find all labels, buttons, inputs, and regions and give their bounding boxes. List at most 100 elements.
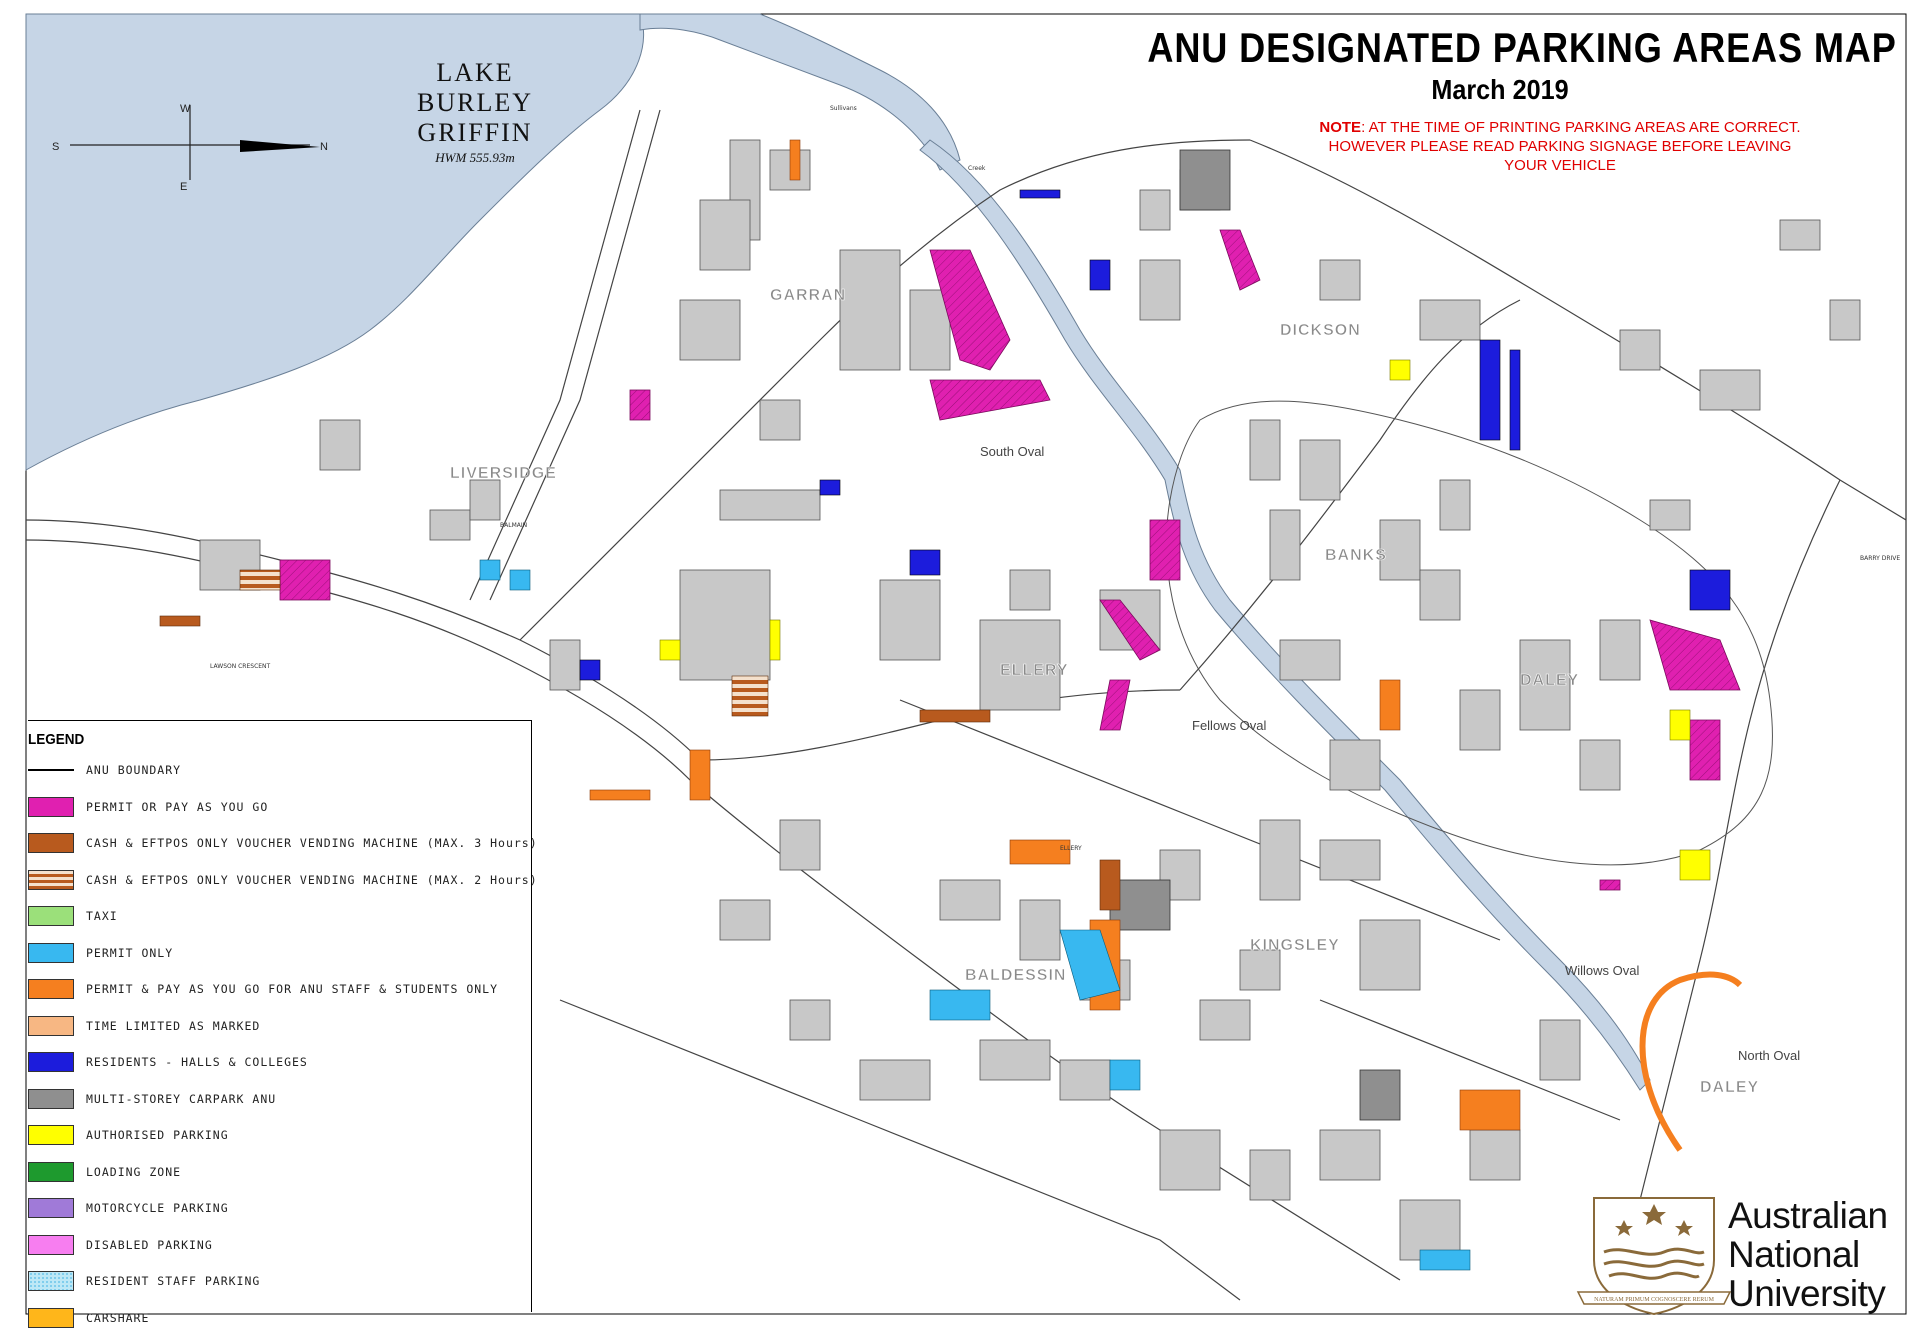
legend-swatch: [28, 1088, 74, 1109]
note-line2: HOWEVER PLEASE READ PARKING SIGNAGE BEFO…: [1328, 138, 1792, 155]
campus-ring-road: [1166, 400, 1773, 866]
logo-wordmark: Australian National University: [1728, 1196, 1888, 1313]
legend-swatch: [28, 1198, 74, 1218]
anu-crest-icon: [1576, 1197, 1732, 1316]
legend-label: RESIDENT STAFF PARKING: [86, 1274, 261, 1288]
lake-name-line3: GRIFFIN: [417, 118, 533, 147]
legend-item: PERMIT ONLY: [28, 942, 173, 964]
street-label-barry: BARRY DRIVE: [1860, 555, 1900, 562]
logo-line2: National: [1728, 1234, 1860, 1275]
legend-swatch: [28, 942, 74, 963]
legend-label: CARSHARE: [86, 1310, 150, 1325]
legend-swatch: [28, 796, 74, 817]
legend-swatch: [28, 769, 74, 771]
legend-swatch: [28, 869, 74, 890]
legend-label: RESIDENTS - HALLS & COLLEGES: [86, 1055, 308, 1069]
lake-name-line2: BURLEY: [417, 88, 533, 117]
area-label-daley-north: DALEY: [1700, 1079, 1759, 1096]
legend: LEGEND ANU BOUNDARY PERMIT OR PAY AS YOU …: [28, 720, 537, 1328]
compass-e: E: [180, 181, 187, 193]
street-label-balmain: BALMAIN: [500, 522, 527, 529]
legend-label: MULTI-STOREY CARPARK ANU: [86, 1091, 277, 1106]
compass: W E S N: [52, 103, 328, 193]
lake-inlet: [639, 13, 961, 171]
multistorey-carpark-1: [1179, 149, 1231, 211]
note-line1: : AT THE TIME OF PRINTING PARKING AREAS …: [1361, 119, 1801, 136]
legend-item: ANU BOUNDARY: [28, 759, 181, 781]
area-label-daley: DALEY: [1520, 672, 1579, 689]
legend-item: CARSHARE: [28, 1307, 149, 1329]
legend-item: RESIDENT STAFF PARKING: [28, 1270, 260, 1292]
legend-label: TAXI: [86, 909, 118, 923]
map-subtitle: March 2019: [1431, 74, 1569, 105]
lake-hwm: HWM 555.93m: [435, 150, 515, 165]
parking-voucher-3h: [159, 615, 1121, 911]
street-label-lawson: LAWSON CRESCENT: [210, 663, 271, 670]
legend-item: LOADING ZONE: [28, 1161, 181, 1183]
legend-label: DISABLED PARKING: [86, 1237, 213, 1252]
legend-label: PERMIT OR PAY AS YOU GO: [86, 799, 269, 814]
lake-label: LAKE BURLEY GRIFFIN HWM 555.93m: [400, 58, 550, 166]
street-label-creek: Creek: [968, 165, 986, 172]
compass-needle-icon: [240, 140, 320, 152]
legend-label: LOADING ZONE: [86, 1164, 182, 1179]
legend-item: CASH & EFTPOS ONLY VOUCHER VENDING MACHI…: [28, 869, 538, 891]
parking-permit-pay: [279, 229, 1741, 891]
area-label-banks: BANKS: [1325, 547, 1387, 564]
legend-swatch: [28, 1307, 74, 1328]
map-frame: [25, 13, 1907, 1315]
lake-name-line1: LAKE: [436, 58, 514, 87]
area-label-garran: GARRAN: [770, 287, 846, 304]
area-label-kingsley: KINGSLEY: [1250, 937, 1340, 954]
oval-label-north: North Oval: [1738, 1048, 1800, 1063]
legend-swatch: [28, 906, 74, 926]
legend-item: MOTORCYCLE PARKING: [28, 1197, 229, 1219]
legend-label: ANU BOUNDARY: [86, 763, 182, 777]
legend-item: RESIDENTS - HALLS & COLLEGES: [28, 1051, 308, 1073]
legend-item: PERMIT & PAY AS YOU GO FOR ANU STAFF & S…: [28, 978, 498, 1000]
sullivans-creek: [919, 139, 1651, 1091]
legend-label: TIME LIMITED AS MARKED: [86, 1018, 261, 1033]
compass-s: S: [52, 141, 59, 153]
legend-item: AUTHORISED PARKING: [28, 1124, 229, 1146]
legend-label: CASH & EFTPOS ONLY VOUCHER VENDING MACHI…: [86, 836, 538, 850]
anu-logo: NATURAM PRIMUM COGNOSCERE RERUM: [1576, 1197, 1732, 1316]
street-label-ellery: ELLERY: [1060, 845, 1082, 852]
legend-label: PERMIT ONLY: [86, 945, 174, 960]
legend-swatch: [28, 1015, 74, 1036]
logo-line1: Australian: [1728, 1195, 1888, 1236]
legend-item: MULTI-STOREY CARPARK ANU: [28, 1088, 276, 1110]
legend-item: DISABLED PARKING: [28, 1234, 213, 1256]
oval-label-willows: Willows Oval: [1565, 963, 1640, 978]
legend-swatch: [28, 1271, 74, 1291]
note-prefix: NOTE: [1319, 119, 1362, 136]
logo-line3: University: [1728, 1273, 1886, 1314]
north-oval-arc: [1639, 971, 1743, 1152]
legend-item: PERMIT OR PAY AS YOU GO: [28, 796, 268, 818]
area-label-baldessin: BALDESSIN: [965, 967, 1066, 984]
legend-swatch: [28, 833, 74, 853]
parking-permit-only: [479, 559, 1471, 1271]
area-label-ellery: ELLERY: [1000, 662, 1069, 679]
legend-title: LEGEND: [28, 731, 85, 748]
title-block: ANU DESIGNATED PARKING AREAS MAP March 2…: [1090, 24, 1910, 106]
legend-swatch: [28, 979, 74, 999]
legend-label: CASH & EFTPOS ONLY VOUCHER VENDING MACHI…: [86, 872, 538, 887]
parking-authorised: [659, 359, 1711, 881]
legend-label: AUTHORISED PARKING: [86, 1128, 229, 1142]
oval-label-fellows: Fellows Oval: [1192, 718, 1267, 733]
parking-residents: [579, 189, 1731, 681]
legend-swatch: [28, 1161, 74, 1182]
logo-motto: NATURAM PRIMUM COGNOSCERE RERUM: [1594, 1297, 1715, 1303]
map-title: ANU DESIGNATED PARKING AREAS MAP: [1147, 24, 1897, 71]
area-label-liversidge: LIVERSIDGE: [450, 465, 557, 482]
street-label-sullivans: Sullivans: [830, 105, 857, 112]
legend-swatch: [28, 1052, 74, 1072]
printing-note: NOTE: AT THE TIME OF PRINTING PARKING AR…: [1290, 118, 1830, 175]
compass-n: N: [320, 141, 328, 153]
oval-label-south: South Oval: [980, 444, 1044, 459]
legend-swatch: [28, 1234, 74, 1255]
lake-burley-griffin: [25, 13, 645, 471]
parking-voucher-2h: [239, 569, 769, 717]
